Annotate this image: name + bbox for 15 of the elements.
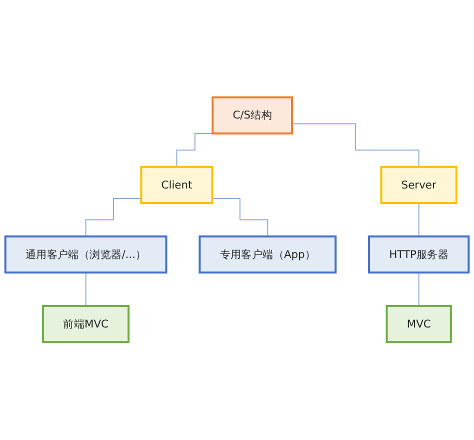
node-box: 前端MVC xyxy=(42,305,130,344)
node-box: HTTP服务器 xyxy=(368,236,470,274)
connector xyxy=(292,123,420,168)
node-box: MVC xyxy=(386,305,452,344)
node-box: Server xyxy=(380,166,458,204)
node-box: Client xyxy=(140,166,214,204)
connector xyxy=(418,272,420,307)
connector xyxy=(85,272,86,307)
node-box: 通用客户端（浏览器/...） xyxy=(4,236,168,274)
node-box: C/S结构 xyxy=(212,96,294,135)
connector xyxy=(418,202,420,238)
connector xyxy=(176,133,214,168)
connector xyxy=(85,198,142,238)
node-box: 专用客户端（App） xyxy=(198,236,337,274)
connector xyxy=(212,198,268,238)
